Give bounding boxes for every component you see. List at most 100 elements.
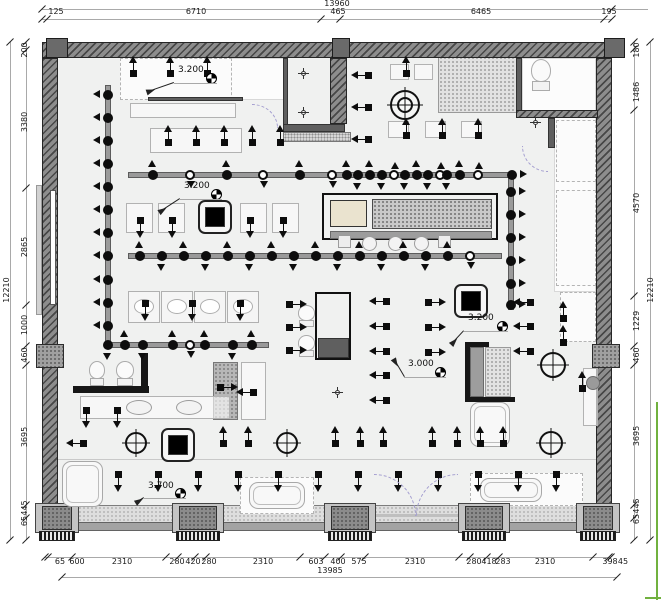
level-value: 3.200 (178, 65, 204, 75)
display-wall (465, 342, 489, 347)
dimension-label: 4570 (632, 192, 641, 214)
wall-ledge (36, 185, 42, 315)
spotlight-icon (368, 321, 390, 330)
small-light-icon (297, 106, 309, 118)
small-light-icon (529, 116, 541, 128)
dimension-label: 3380 (20, 111, 29, 133)
spotlight-icon (167, 216, 176, 238)
dimension-line (42, 19, 612, 20)
spotlight-icon (427, 425, 436, 447)
dimension-label: 1229 (632, 310, 641, 332)
stippled-display-zone (485, 347, 511, 397)
level-value: 3.000 (408, 359, 434, 369)
storefront-column-base (328, 531, 372, 541)
dimension-label: 280 (201, 557, 217, 566)
dimension-label: 65 (632, 513, 641, 525)
display-wall (73, 386, 149, 393)
room-floor (222, 58, 284, 100)
track-light-icon (506, 279, 526, 289)
storefront-column-core (465, 506, 503, 530)
display-item-square (338, 235, 351, 248)
display-frame (322, 193, 498, 240)
spotlight-icon (498, 425, 507, 447)
dimension-label: 45 (617, 557, 629, 566)
track-light-icon (93, 251, 113, 261)
dimension-label: 13985 (317, 566, 343, 575)
ceiling-light-icon (397, 97, 413, 113)
spotlight-icon (424, 322, 446, 331)
toilet-fixture (528, 59, 553, 91)
spotlight-icon (475, 425, 484, 447)
dimension-label: 2310 (252, 557, 274, 566)
track-light-icon (135, 241, 145, 261)
dimension-line (26, 42, 27, 540)
dimension-label: 1000 (20, 314, 29, 336)
track-light-icon (353, 170, 363, 190)
washbasin-cabinet (128, 291, 160, 323)
track-light-icon (389, 162, 399, 180)
dimension-label: 2310 (111, 557, 133, 566)
recessed-fixture-icon (198, 200, 232, 234)
dimension-label: 13960 (324, 0, 350, 8)
partition-wall (283, 124, 345, 132)
toilet-tank (117, 378, 133, 386)
spotlight-icon (558, 300, 567, 322)
spotlight-icon (247, 124, 256, 146)
display-frame (315, 292, 351, 360)
ceiling-light-icon (125, 432, 147, 454)
display-wall (465, 397, 515, 402)
washbasin-cabinet (194, 291, 226, 323)
storefront-column-core (179, 506, 217, 530)
spotlight-icon (235, 299, 244, 321)
dimension-label: 125 (48, 7, 64, 16)
dimension-label: 195 (601, 7, 617, 16)
track-light-icon (412, 160, 422, 180)
dimension-label: 420 (185, 557, 201, 566)
spotlight-icon (193, 470, 202, 492)
spotlight-icon (313, 470, 322, 492)
track-light-icon (157, 251, 167, 271)
track-light-icon (421, 251, 431, 271)
dimension-label: 600 (69, 557, 85, 566)
dimension-label: 2310 (404, 557, 426, 566)
spotlight-icon (285, 299, 307, 308)
level-underline (464, 331, 508, 332)
toilet-fixture (87, 361, 107, 386)
track-light-icon (179, 241, 189, 261)
spotlight-icon (330, 425, 339, 447)
storefront-column-base (176, 531, 220, 541)
toilet-tank (531, 80, 550, 91)
track-light-icon (289, 251, 299, 271)
storefront-column-core (42, 506, 72, 530)
wall-corner-block (332, 38, 350, 58)
stippled-display-zone (438, 55, 518, 113)
spotlight-icon (424, 347, 446, 356)
track-light-icon (93, 159, 113, 169)
spotlight-icon (219, 124, 228, 146)
hatched-wall (330, 58, 347, 124)
level-value: 3.700 (148, 481, 174, 491)
track-light-icon (507, 170, 527, 180)
track-light-icon (93, 298, 113, 308)
display-slab (470, 347, 484, 397)
fixture-outline (130, 103, 236, 118)
zone-boundary-line (58, 459, 596, 460)
track-light-icon (258, 170, 268, 188)
spotlight-icon (368, 370, 390, 379)
spotlight-icon (191, 124, 200, 146)
spotlight-icon (216, 382, 238, 391)
bathtub-inner (66, 465, 99, 503)
spotlight-icon (187, 299, 196, 321)
dimension-label: 603 (308, 557, 324, 566)
spotlight-icon (81, 406, 90, 428)
track-light-icon (506, 256, 526, 266)
dimension-label: 460 (20, 347, 29, 363)
spotlight-icon (437, 117, 446, 139)
toilet-fixture (114, 361, 136, 386)
spotlight-icon (577, 370, 586, 392)
dimension-label: 12210 (646, 277, 655, 303)
spotlight-icon (275, 124, 284, 146)
